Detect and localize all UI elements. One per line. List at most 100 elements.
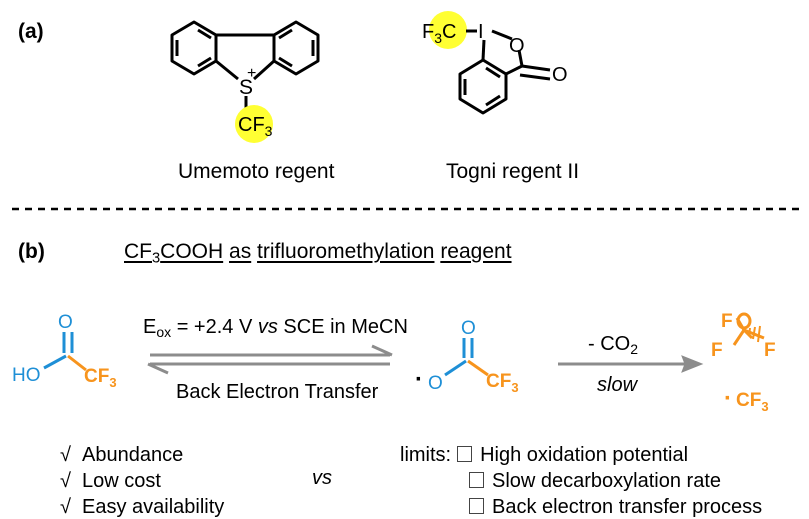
togni-i-ring-bond: [481, 39, 486, 61]
togni-ring-inner-bond: [485, 66, 501, 79]
advantages-list: √ Abundance √ Low cost √ Easy availability: [60, 442, 224, 519]
cf3-c-f-bond: [732, 329, 746, 346]
acid-ho: HO: [12, 365, 41, 386]
title-trifluoromethylation: trifluoromethylation: [257, 240, 435, 263]
togni-f3c-highlight: [429, 11, 467, 49]
advantage-abundance: Abundance: [82, 444, 184, 466]
togni-o-c-bond: [517, 49, 524, 67]
cf3-radical-dot: ·: [724, 385, 732, 412]
acid-cf3-group: CF3: [84, 366, 117, 390]
cf3-radical-hashes: [748, 325, 761, 343]
back-electron-transfer-label: Back Electron Transfer: [176, 381, 379, 403]
cf3-radical-right-fluorine: F: [764, 340, 776, 361]
cf3-radical-formula-text: CF: [736, 390, 761, 411]
radical-left-oxygen: O: [428, 373, 443, 394]
umemoto-reagent-name: Umemoto regent: [178, 160, 335, 183]
title-cf3cooh: CF3COOH: [124, 240, 224, 267]
togni-carbonyl-double-bond: [519, 73, 551, 81]
oxidation-potential-label: Eox = +2.4 V vs SCE in MeCN: [143, 316, 408, 340]
limits-list: limits:High oxidation potential Slow dec…: [400, 442, 762, 519]
eox-e: E: [143, 316, 157, 338]
check-icon: √: [60, 444, 71, 466]
advantage-item: √ Easy availability: [60, 494, 224, 519]
limits-label: limits:: [400, 444, 452, 466]
umemoto-left-ring: [170, 20, 218, 76]
umemoto-structure: [170, 20, 320, 110]
togni-f3c-subscript: 3: [434, 30, 442, 46]
title-cf3cooh-post: COOH: [160, 240, 224, 263]
umemoto-right-ring-inner-bond: [278, 28, 293, 40]
radical-cf3-subscript: 3: [511, 380, 518, 395]
cf3-hash-bond: [748, 327, 751, 337]
eox-subscript: ox: [156, 324, 172, 341]
togni-reagent-name: Togni regent II: [446, 160, 580, 183]
radical-cf3-text: CF: [486, 371, 511, 392]
checkbox-icon: [457, 446, 473, 462]
radical-carbonyl-oxygen: O: [461, 318, 476, 339]
check-icon: √: [60, 470, 71, 492]
eox-reference: SCE in MeCN: [277, 316, 408, 338]
cf3-radical-top-fluorine: F: [721, 311, 733, 332]
advantage-low-cost: Low cost: [82, 470, 161, 492]
cf3-radical-left-fluorine: F: [711, 340, 723, 361]
umemoto-left-ring-inner-bond: [197, 56, 212, 68]
limit-item: limits:High oxidation potential: [400, 442, 762, 468]
acid-carbonyl-oxygen: O: [58, 312, 73, 333]
title-as: as: [229, 240, 252, 263]
eox-vs: vs: [257, 316, 278, 338]
togni-carbonyl-oxygen: O: [552, 64, 568, 86]
advantage-easy-availability: Easy availability: [82, 496, 225, 518]
radical-cf3-group: CF3: [486, 371, 519, 395]
radical-c-cf3-bond: [467, 359, 489, 377]
eox-value: = +2.4 V: [171, 316, 258, 338]
umemoto-left-ring-inner-bond: [197, 28, 212, 40]
acid-cf3-text: CF: [84, 366, 109, 387]
umemoto-right-ring: [272, 20, 320, 76]
checkbox-icon: [469, 498, 484, 514]
umemoto-c-s-bond: [215, 59, 239, 81]
co2-loss-text: - CO: [588, 333, 631, 355]
panel-b-label: (b): [18, 240, 45, 263]
togni-f3c-f: F: [422, 21, 434, 43]
radical-structure: [444, 338, 489, 377]
advantage-item: √ Abundance: [60, 442, 224, 468]
check-icon: √: [60, 496, 71, 518]
togni-f3c-c: C: [442, 21, 456, 43]
title-cf3cooh-pre: CF: [124, 240, 152, 263]
title-cf3cooh-sub: 3: [152, 250, 161, 267]
togni-ring-oxygen: O: [509, 35, 525, 57]
checkbox-icon: [469, 472, 484, 488]
co2-subscript: 2: [630, 341, 639, 358]
decarboxylation-arrow: [558, 355, 704, 373]
umemoto-cf3-highlight: [235, 105, 273, 143]
acid-cf3-subscript: 3: [109, 375, 116, 390]
umemoto-cf3-text: CF: [238, 114, 265, 136]
equilibrium-arrows: [147, 344, 393, 375]
togni-iodine: I: [478, 21, 484, 43]
title-reagent: reagent: [440, 240, 512, 263]
limit-slow-decarboxylation: Slow decarboxylation rate: [492, 470, 722, 492]
umemoto-right-ring-inner-bond: [278, 56, 293, 68]
togni-ring-inner-bond: [485, 94, 501, 107]
radical-o-c-bond: [444, 359, 467, 377]
limit-item: Back electron transfer process: [400, 494, 762, 519]
cf3-radical-formula-subscript: 3: [761, 399, 768, 414]
umemoto-cf3-subscript: 3: [265, 123, 273, 139]
cf3-hash-bond: [752, 326, 756, 340]
limit-back-electron-transfer: Back electron transfer process: [492, 496, 763, 518]
togni-ring-carbonyl-bond: [505, 64, 523, 76]
acid-ho-bond: [43, 354, 67, 370]
co2-loss-label: - CO2: [588, 333, 638, 357]
versus-label: vs: [312, 467, 332, 489]
radical-dot: ·: [415, 366, 423, 393]
cf3-radical-formula: CF3: [736, 390, 769, 414]
togni-structure: [458, 29, 551, 115]
panel-a-label: (a): [18, 20, 44, 43]
togni-f3c-group: F3C: [422, 21, 456, 46]
forward-arrow-barb: [371, 344, 393, 357]
umemoto-charge: +: [247, 65, 256, 82]
reverse-arrow-barb: [147, 362, 169, 375]
cf3-hash-bond: [757, 325, 761, 343]
